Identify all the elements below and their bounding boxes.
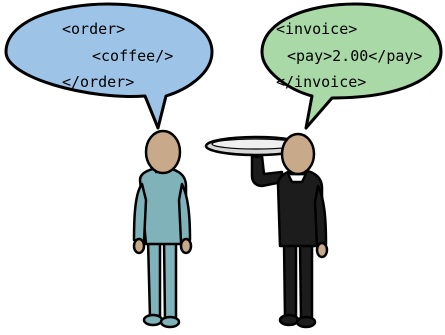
customer-foot-left	[142, 313, 164, 327]
pay-tag: <pay>2.00</pay>	[287, 47, 422, 65]
waiter-speech-bubble: <invoice> <pay>2.00</pay> </invoice>	[260, 2, 443, 130]
customer-figure	[132, 129, 193, 329]
customer-leg-left	[146, 238, 162, 320]
customer-speech-bubble: <order> <coffee/> </order>	[4, 2, 214, 130]
waiter-lowered-hand	[315, 241, 329, 259]
waiter-leg-right	[298, 240, 314, 322]
customer-arm-right	[177, 182, 192, 244]
invoice-open-tag: <invoice>	[276, 20, 357, 38]
waiter-speech-bubble-shape	[260, 2, 443, 130]
customer-arm-left	[132, 182, 148, 244]
waiter-head	[280, 132, 316, 176]
waiter-lowered-arm	[313, 184, 328, 248]
customer-hand-left	[132, 237, 146, 255]
waiter-figure	[204, 132, 329, 329]
waiter-raised-arm	[250, 154, 284, 188]
waiter-leg-left	[282, 240, 298, 320]
waiter-foot-right	[295, 315, 317, 329]
customer-hand-right	[179, 237, 193, 255]
order-close-tag: </order>	[62, 73, 134, 91]
customer-speech-bubble-shape	[4, 2, 214, 130]
customer-head	[144, 129, 182, 175]
waiter-foot-left	[278, 313, 300, 327]
customer-foot-right	[159, 315, 181, 329]
coffee-tag: <coffee/>	[92, 47, 173, 65]
invoice-close-tag: </invoice>	[276, 73, 366, 91]
customer-leg-right	[162, 238, 178, 322]
order-open-tag: <order>	[62, 20, 125, 38]
